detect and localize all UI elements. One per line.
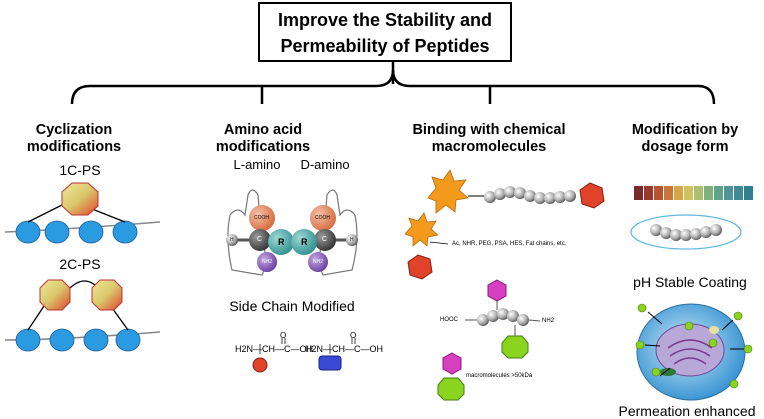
dosage-title-line2: dosage form <box>641 139 729 155</box>
ph-swatch <box>704 186 713 200</box>
formula-1-o: O <box>280 331 287 340</box>
atom-r-l: R <box>278 237 285 247</box>
atom-h-l: H <box>230 237 234 243</box>
permeation-arrows <box>644 311 744 377</box>
label-l-amino: L-amino <box>233 157 281 172</box>
ph-swatch <box>644 186 653 200</box>
atom-cooh-l: COOH <box>254 215 269 221</box>
side-chain-formula-1 <box>259 338 286 354</box>
red-icosahedron-mid <box>407 254 433 280</box>
coating-label: pH Stable Coating <box>633 274 747 290</box>
ph-swatch <box>734 186 743 200</box>
ph-swatch <box>674 186 683 200</box>
atom-r-d: R <box>301 237 308 247</box>
dosage-title: Modification by dosage form <box>620 122 750 156</box>
formula-1: H2N—CH—C—OH <box>235 344 314 354</box>
macromolecule-chain-top <box>427 169 485 214</box>
ph-swatch <box>714 186 723 200</box>
ph-swatch <box>634 186 643 200</box>
amino-acid-title-line2: modifications <box>215 139 311 155</box>
permeation-label: Permeation enhanced <box>618 403 756 419</box>
coating-ring <box>630 214 742 250</box>
atom-nh2-l: NH2 <box>262 259 273 265</box>
green-octagon-legend <box>437 377 465 401</box>
binding-title-line2: macromolecules <box>431 139 547 155</box>
hierarchy-bracket <box>70 62 716 105</box>
side-chain-formula-2 <box>329 338 356 354</box>
amino-acid-title: Amino acid modifications <box>208 122 318 156</box>
ph-color-strip <box>634 186 753 200</box>
peptide-chain-bottom <box>465 296 541 336</box>
permeation-particles <box>635 303 753 389</box>
green-octagon-chain <box>501 335 529 359</box>
label-hooc: HOOC <box>440 317 458 323</box>
atom-c-l: C <box>257 236 263 243</box>
coated-peptide-balls <box>650 224 722 241</box>
binding-title: Binding with chemical macromolecules <box>396 122 582 156</box>
orange-star-mid <box>404 212 439 247</box>
macro-text: macromolecules >50kDa <box>466 373 533 379</box>
atom-c-d: C <box>322 236 328 243</box>
label-2c-ps: 2C-PS <box>59 256 101 272</box>
label-d-amino: D-amino <box>300 157 350 172</box>
main-title-box: Improve the Stability and Permeability o… <box>258 2 512 62</box>
arrow-text: Ac, NHR, PEG, PSA, HES, Fat chains, etc. <box>452 241 567 247</box>
red-icosahedron-top <box>579 182 605 209</box>
d-amino-molecule <box>291 205 358 272</box>
formula-2: H2N—CH—C—OH <box>305 344 384 354</box>
cyclization-title-line1: Cyclization <box>35 122 113 138</box>
amino-acid-title-line1: Amino acid <box>223 122 303 138</box>
ph-swatch <box>664 186 673 200</box>
dosage-title-line1: Modification by <box>631 122 739 138</box>
main-title-line2: Permeability of Peptides <box>280 36 490 56</box>
amino-acid-hands-art <box>227 189 358 276</box>
formula-2-o: O <box>350 331 357 340</box>
atom-h-d: H <box>350 237 354 243</box>
cyclization-title: Cyclization modifications <box>14 122 134 156</box>
side-chain-red-ball <box>252 357 268 373</box>
side-chain-label: Side Chain Modified <box>229 298 355 314</box>
side-chain-blue-block <box>318 355 342 371</box>
cyclization-2c-art <box>4 279 161 352</box>
magenta-hexagon-top <box>487 279 507 302</box>
macromolecule-chain-balls <box>484 186 576 204</box>
ph-swatch <box>684 186 693 200</box>
l-amino-molecule <box>226 205 294 272</box>
atom-nh2-d: NH2 <box>313 259 324 265</box>
cyclization-title-line2: modifications <box>26 139 122 155</box>
binding-title-line1: Binding with chemical <box>412 122 566 138</box>
magenta-hexagon-legend <box>442 352 462 375</box>
cell-illustration <box>636 303 746 401</box>
ph-swatch <box>744 186 753 200</box>
ph-swatch <box>724 186 733 200</box>
label-nh2: NH2 <box>542 318 555 324</box>
ph-swatch <box>654 186 663 200</box>
arrow-line <box>429 241 449 245</box>
ph-swatch <box>694 186 703 200</box>
cyclization-1c-art <box>4 182 161 244</box>
main-title-line1: Improve the Stability and <box>277 10 493 30</box>
label-1c-ps: 1C-PS <box>59 162 101 178</box>
atom-cooh-d: COOH <box>315 215 330 221</box>
